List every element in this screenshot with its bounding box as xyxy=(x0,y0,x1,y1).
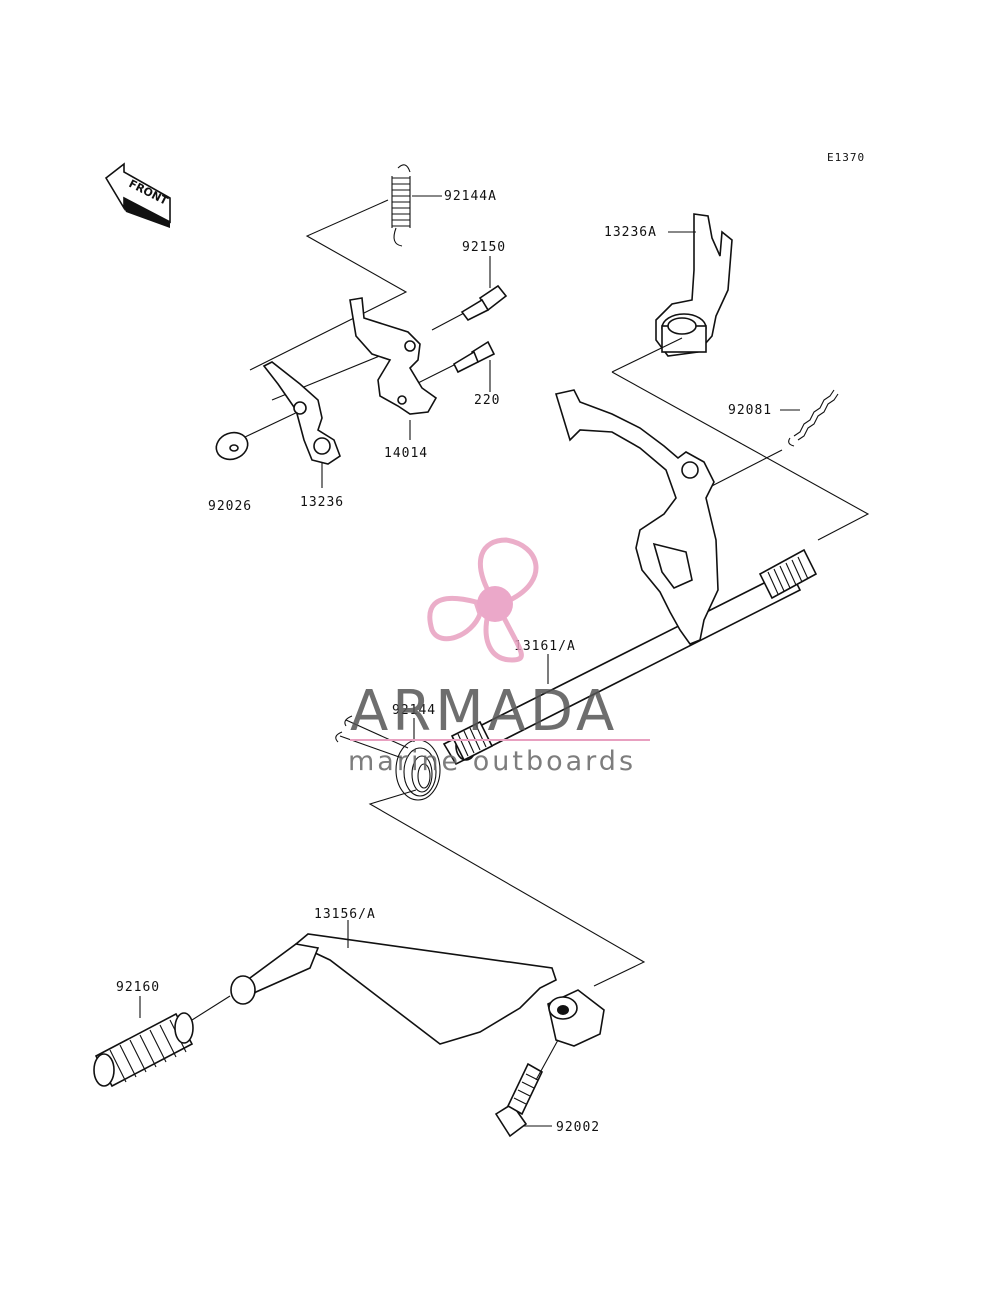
label-92002: 92002 xyxy=(556,1120,600,1135)
label-92144a: 92144A xyxy=(444,189,497,204)
watermark: ARMADA marine outboards xyxy=(348,537,650,777)
label-92026: 92026 xyxy=(208,499,252,514)
shift-plate-14014-icon xyxy=(349,297,438,415)
label-13161a: 13161/A xyxy=(514,639,576,654)
label-13156a: 13156/A xyxy=(314,907,376,922)
diagram-code: E1370 xyxy=(827,151,865,164)
label-13236a: 13236A xyxy=(604,225,657,240)
washer-92026-icon xyxy=(215,431,249,461)
watermark-subtitle: marine outboards xyxy=(348,746,636,777)
bolt-220-icon xyxy=(452,340,496,374)
pedal-rubber-92160-icon xyxy=(93,1012,194,1088)
label-13236: 13236 xyxy=(300,495,344,510)
shift-arm-13236a-icon xyxy=(655,213,733,357)
guide-lines-right xyxy=(703,443,870,541)
bolt-92150-icon xyxy=(460,284,508,322)
label-220: 220 xyxy=(474,393,500,408)
return-spring-92144-icon xyxy=(335,715,441,801)
spring-92144a-icon xyxy=(391,164,411,247)
shift-pedal-13156a-icon xyxy=(230,933,605,1047)
label-92081: 92081 xyxy=(728,403,772,418)
propeller-icon xyxy=(427,537,539,663)
front-arrow-icon: FRONT xyxy=(104,162,171,228)
bolt-92002-icon xyxy=(494,1062,544,1138)
label-92144: 92144 xyxy=(392,703,436,718)
shift-shaft-13161a-icon xyxy=(442,389,818,766)
label-14014: 14014 xyxy=(384,446,428,461)
label-92160: 92160 xyxy=(116,980,160,995)
spring-92081-icon xyxy=(788,389,839,447)
label-92150: 92150 xyxy=(462,240,506,255)
watermark-title: ARMADA xyxy=(350,679,618,744)
shift-lever-13236-icon xyxy=(262,361,341,465)
